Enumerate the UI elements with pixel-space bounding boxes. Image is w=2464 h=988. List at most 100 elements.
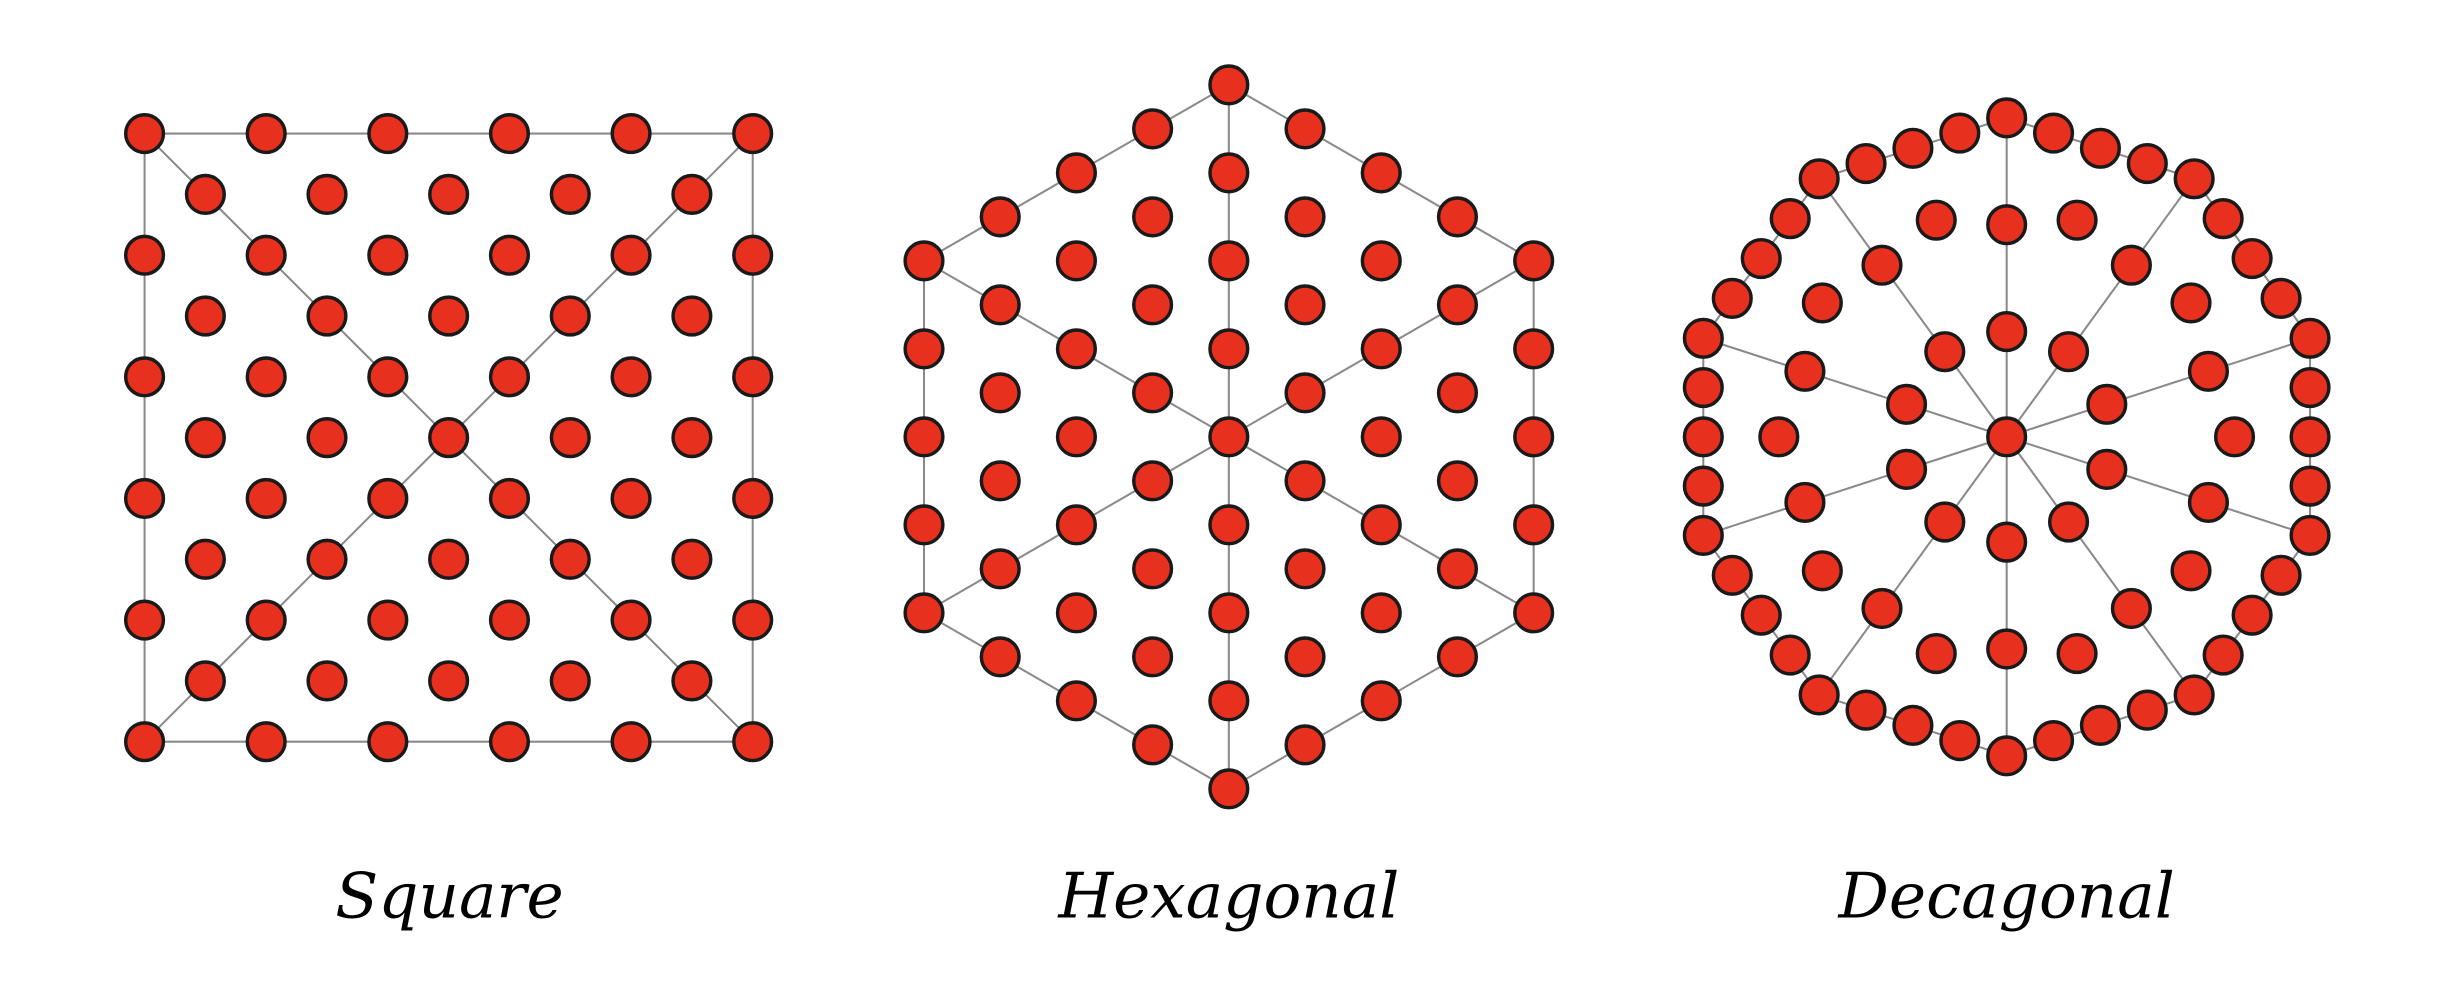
decagon-interstitial-node — [1758, 416, 1800, 458]
decagon-interstitial-node — [1915, 199, 1957, 241]
square-lattice-node — [610, 356, 652, 398]
square-lattice-node — [245, 477, 287, 520]
caption-decagonal: Decagonal — [1838, 860, 2175, 933]
decagon-edge-node — [1892, 127, 1934, 169]
square-lattice-node — [732, 599, 774, 641]
hexagon-lattice-node — [1132, 636, 1174, 678]
decagon-edge-node — [2202, 634, 2244, 676]
hexagon-lattice-node — [1055, 416, 1098, 458]
decagon-center-node — [1986, 416, 2028, 458]
hexagon-lattice-node — [903, 592, 945, 634]
square-center-node — [184, 417, 226, 459]
square-lattice-node — [123, 477, 166, 520]
caption-square: Square — [335, 860, 563, 933]
decagon-edge-node — [1682, 416, 1724, 458]
caption-hexagonal: Hexagonal — [1057, 860, 1399, 933]
square-center-node — [184, 660, 226, 702]
hexagon-lattice-node — [1284, 460, 1326, 502]
decagon-edge-node — [1939, 720, 1981, 762]
square-center-node — [549, 295, 591, 337]
decagon-edge-node — [1845, 689, 1887, 731]
square-lattice-node — [610, 234, 652, 276]
square-center-node — [306, 538, 348, 580]
square-center-node — [671, 538, 713, 580]
decagon-edge-node — [2289, 416, 2331, 458]
square-lattice-node — [245, 721, 287, 763]
hexagon-lattice-node — [1284, 636, 1326, 678]
hexagon-lattice-node — [979, 372, 1021, 414]
hexagon-lattice-node — [1208, 504, 1250, 546]
square-diagonal-edge — [447, 132, 754, 439]
hexagon-lattice-node — [1513, 240, 1555, 282]
hexagon-lattice-node — [1360, 504, 1402, 546]
decagon-spoke-edge — [1818, 178, 2008, 438]
decagon-spoke-edge — [2006, 435, 2311, 537]
square-center-node — [306, 295, 348, 337]
square-center-node — [306, 417, 348, 459]
decagon-middle-node — [1784, 481, 1826, 523]
decagon-edge-node — [1769, 198, 1811, 240]
hexagon-lattice-node — [903, 328, 945, 370]
hexagon-lattice-node — [1208, 768, 1250, 810]
hexagon-lattice-node — [1513, 504, 1555, 546]
decagon-inner-node — [2047, 501, 2090, 543]
decagon-inner-node — [1885, 448, 1928, 490]
hexagon-lattice-node — [903, 416, 945, 458]
decagon-edge-node — [1939, 112, 1981, 154]
decagon-vertex-node — [1682, 317, 1724, 359]
hexagon-lattice-node — [1055, 680, 1098, 722]
square-lattice-node — [488, 721, 531, 763]
decagon-spoke-edge — [2006, 337, 2311, 438]
decagon-vertex-node — [1986, 735, 2028, 777]
square-lattice-node — [367, 234, 409, 276]
hexagon-lattice-node — [1284, 372, 1326, 414]
square-lattice-node — [367, 599, 409, 641]
decagon-vertex-node — [1798, 158, 1840, 200]
hexagon-lattice-node — [1436, 548, 1479, 590]
decagon-interstitial-node — [2170, 282, 2212, 324]
decagon-interstitial-node — [1915, 632, 1957, 675]
hexagon-lattice-node — [1132, 372, 1174, 414]
square-lattice-node — [488, 234, 531, 276]
decagon-interstitial-node — [2056, 632, 2098, 675]
decagon-edge-node — [2260, 554, 2302, 596]
square-lattice-node — [367, 112, 409, 155]
square-lattice-node — [488, 356, 531, 398]
square-diagonal-edge — [447, 436, 754, 743]
square-center-node — [671, 660, 713, 702]
hexagon-lattice-node — [1208, 680, 1250, 722]
hexagon-lattice-node — [1208, 328, 1250, 370]
hexagon-lattice-node — [1436, 460, 1479, 502]
square-lattice-node — [488, 112, 531, 155]
hexagon-lattice-node — [979, 284, 1021, 326]
decagon-middle-node — [1861, 587, 1903, 630]
square-lattice-node — [123, 599, 166, 641]
decagon-edge-node — [1711, 554, 1753, 596]
decagon-middle-node — [1784, 350, 1826, 392]
hexagon-lattice-node — [1208, 240, 1250, 282]
decagon-middle-node — [1986, 204, 2028, 246]
decagon-edge-node — [1769, 634, 1811, 676]
decagon-vertex-node — [2173, 158, 2215, 200]
decagon-inner-node — [2086, 448, 2128, 490]
decagon-middle-node — [1861, 244, 1903, 286]
square-lattice-node — [732, 112, 774, 155]
square-center-node — [428, 660, 470, 702]
hexagon-lattice-node — [1513, 416, 1555, 458]
decagon-spoke-edge — [1702, 435, 2007, 537]
decagon-edge-node — [2079, 704, 2122, 746]
square-center-node — [306, 660, 348, 702]
decagon-inner-node — [1924, 331, 1966, 373]
decagon-edge-node — [1740, 594, 1782, 636]
hexagon-lattice-node — [1055, 152, 1098, 194]
square-lattice-node — [123, 356, 166, 398]
decagon-spoke-edge — [1702, 337, 2007, 438]
hexagon-lattice-node — [1132, 196, 1174, 238]
hexagon-lattice-node — [1208, 152, 1250, 194]
hexagon-lattice-node — [1208, 64, 1250, 106]
hexagon-lattice-node — [1284, 724, 1326, 766]
hexagon-lattice-node — [1436, 636, 1479, 678]
square-lattice-node — [732, 477, 774, 520]
